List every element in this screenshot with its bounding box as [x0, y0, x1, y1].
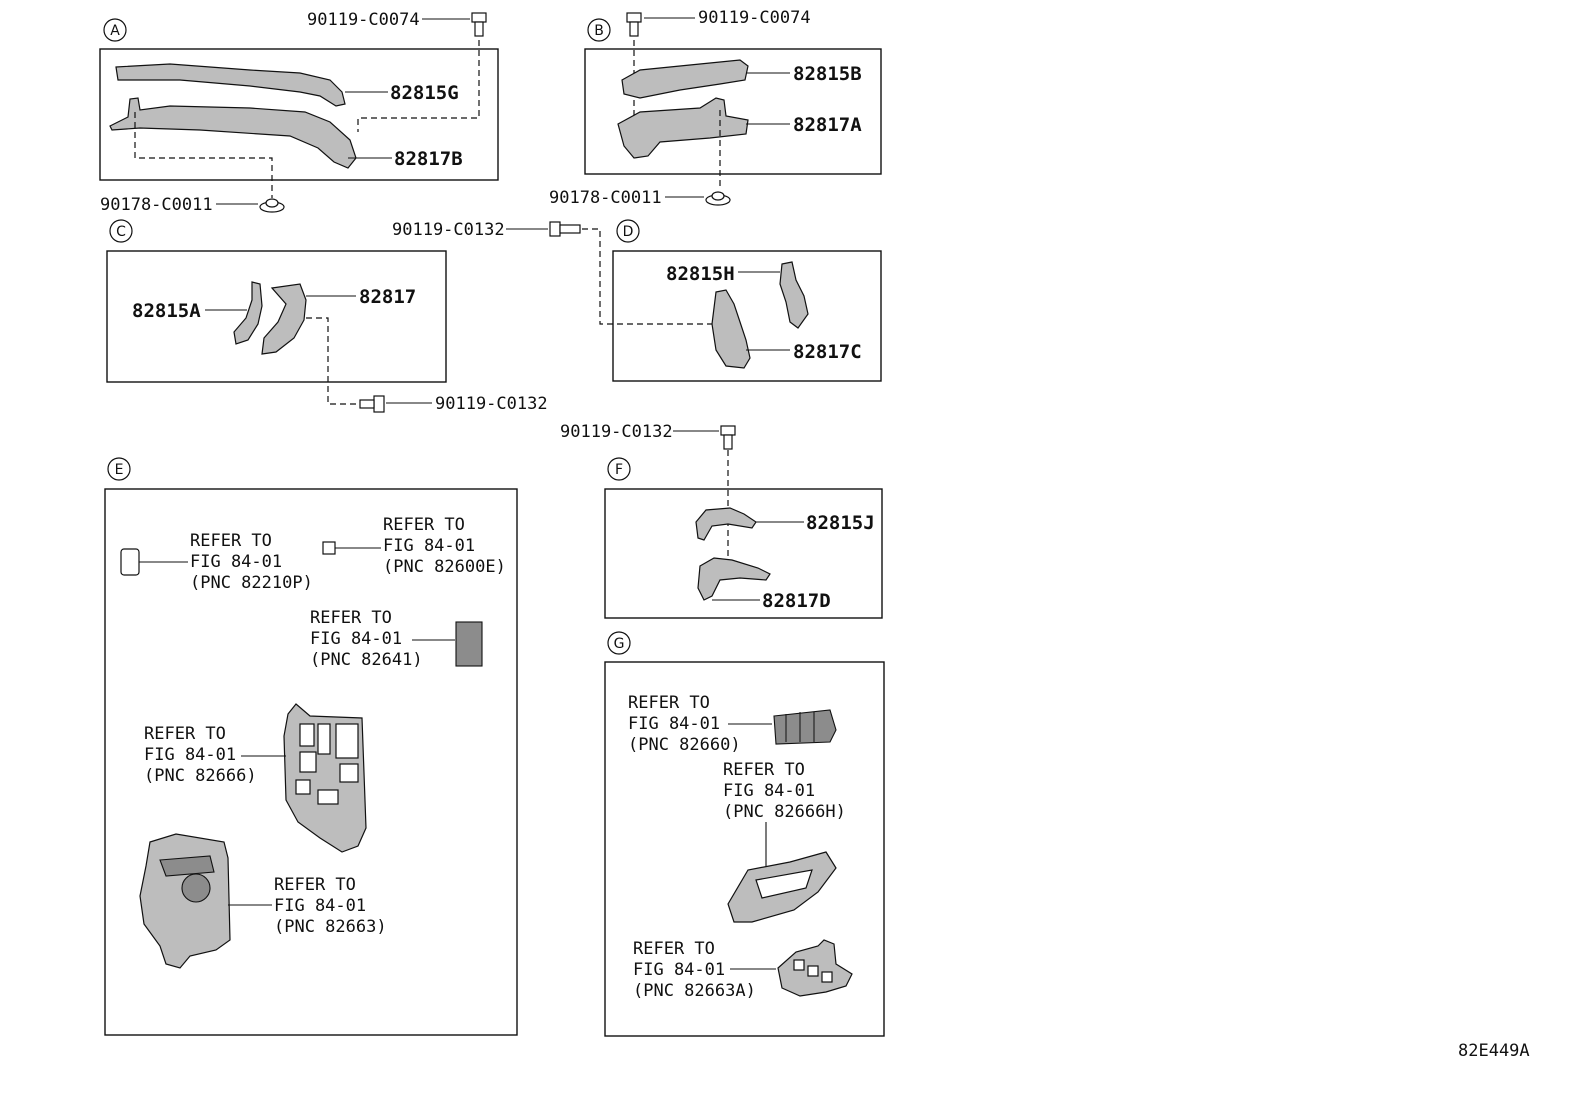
bracket-82815h-icon[interactable]	[779, 261, 809, 329]
pnc-label[interactable]: (PNC 82210P)	[190, 573, 313, 593]
bracket-82817b-icon[interactable]	[109, 97, 357, 169]
section-c-letter: C	[116, 224, 126, 240]
bolt-icon[interactable]	[359, 395, 385, 413]
section-c-marker	[109, 219, 133, 243]
section-e-marker	[107, 457, 131, 481]
bolt-icon[interactable]	[626, 12, 642, 37]
section-b-marker	[587, 18, 611, 42]
fig-label: FIG 84-01	[310, 629, 402, 649]
part-label[interactable]: 82815J	[806, 512, 875, 534]
fastener-label[interactable]: 90178-C0011	[549, 188, 662, 208]
section-g-letter: G	[614, 636, 625, 652]
part-label[interactable]: 82815H	[666, 263, 735, 285]
section-c-box	[106, 250, 447, 383]
refer-to-label: REFER TO	[190, 531, 272, 551]
fig-label: FIG 84-01	[190, 552, 282, 572]
refer-to-label: REFER TO	[383, 515, 465, 535]
refer-to-label: REFER TO	[274, 875, 356, 895]
fastener-label[interactable]: 90119-C0132	[392, 220, 505, 240]
fig-label: FIG 84-01	[628, 714, 720, 734]
pnc-label[interactable]: (PNC 82666)	[144, 766, 257, 786]
relay-block-bracket-icon[interactable]	[727, 851, 837, 923]
relay-block-icon[interactable]	[773, 709, 837, 745]
fuse-icon[interactable]	[322, 541, 336, 555]
fig-label: FIG 84-01	[383, 536, 475, 556]
clip-nut-icon[interactable]	[259, 198, 285, 213]
pnc-label[interactable]: (PNC 82660)	[628, 735, 741, 755]
section-e: E REFER TO FIG 84-01 (PNC 82210P) REFER …	[104, 457, 518, 1036]
pnc-label[interactable]: (PNC 82641)	[310, 650, 423, 670]
fastener-label[interactable]: 90119-C0132	[560, 422, 673, 442]
bolt-icon[interactable]	[549, 221, 581, 237]
section-d-box	[612, 250, 882, 382]
relay-icon[interactable]	[120, 548, 140, 576]
refer-to-label: REFER TO	[310, 608, 392, 628]
fastener-label[interactable]: 90119-C0132	[435, 394, 548, 414]
section-f: F 90119-C0132 82815J 82817D	[560, 422, 883, 619]
section-a: A 90119-C0074 82815G 82817B 90178-C0011	[99, 10, 499, 215]
pnc-label[interactable]: (PNC 82600E)	[383, 557, 506, 577]
fig-label: FIG 84-01	[723, 781, 815, 801]
block-cover-icon[interactable]	[139, 833, 231, 969]
section-d-letter: D	[623, 224, 634, 240]
refer-to-label: REFER TO	[144, 724, 226, 744]
refer-to-label: REFER TO	[633, 939, 715, 959]
bracket-82817c-icon[interactable]	[711, 289, 751, 369]
part-label[interactable]: 82815A	[132, 300, 201, 322]
module-icon[interactable]	[455, 621, 483, 667]
part-label[interactable]: 82817D	[762, 590, 831, 612]
bracket-82815b-icon[interactable]	[621, 59, 749, 99]
pnc-label[interactable]: (PNC 82666H)	[723, 802, 846, 822]
section-g-marker	[607, 631, 631, 655]
bolt-icon[interactable]	[720, 425, 736, 450]
bracket-82815g-icon[interactable]	[115, 63, 346, 107]
section-g: G REFER TO FIG 84-01 (PNC 82660) REFER T…	[604, 631, 885, 1037]
pnc-label[interactable]: (PNC 82663A)	[633, 981, 756, 1001]
section-c: C 82815A 82817 90119-C0132	[106, 219, 548, 414]
bolt-icon[interactable]	[471, 12, 487, 37]
fig-label: FIG 84-01	[274, 896, 366, 916]
bracket-82815j-icon[interactable]	[695, 507, 757, 541]
section-a-letter: A	[110, 23, 120, 39]
section-b: B 90119-C0074 82815B 82817A 90178-C0011	[549, 8, 882, 208]
clip-nut-icon[interactable]	[705, 191, 731, 206]
refer-to-label: REFER TO	[723, 760, 805, 780]
section-e-box	[104, 488, 518, 1036]
pnc-label[interactable]: (PNC 82663)	[274, 917, 387, 937]
section-d: D 90119-C0132 82815H 82817C	[392, 219, 882, 382]
section-a-marker	[103, 18, 127, 42]
cover-82663a-icon[interactable]	[777, 939, 853, 997]
bracket-82817-icon[interactable]	[261, 283, 307, 355]
fastener-label[interactable]: 90119-C0074	[698, 8, 811, 28]
bracket-82817d-icon[interactable]	[697, 557, 771, 601]
section-f-box	[604, 488, 883, 619]
section-f-letter: F	[615, 462, 623, 478]
junction-block-icon[interactable]	[283, 703, 367, 853]
bracket-82815a-icon[interactable]	[233, 281, 263, 345]
section-f-marker	[607, 457, 631, 481]
part-label[interactable]: 82817B	[394, 148, 463, 170]
section-g-box	[604, 661, 885, 1037]
refer-to-label: REFER TO	[628, 693, 710, 713]
part-label[interactable]: 82815B	[793, 63, 862, 85]
section-b-letter: B	[594, 23, 604, 39]
section-e-letter: E	[115, 462, 124, 478]
section-b-box	[584, 48, 882, 175]
bracket-82817a-icon[interactable]	[617, 97, 749, 159]
fastener-label[interactable]: 90178-C0011	[100, 195, 213, 215]
part-label[interactable]: 82815G	[390, 82, 459, 104]
fig-label: FIG 84-01	[633, 960, 725, 980]
section-a-box	[99, 48, 499, 181]
part-label[interactable]: 82817C	[793, 341, 862, 363]
section-d-marker	[616, 219, 640, 243]
fig-label: FIG 84-01	[144, 745, 236, 765]
fastener-label[interactable]: 90119-C0074	[307, 10, 420, 30]
part-label[interactable]: 82817A	[793, 114, 862, 136]
diagram-code: 82E449A	[1458, 1041, 1530, 1061]
part-label[interactable]: 82817	[359, 286, 416, 308]
